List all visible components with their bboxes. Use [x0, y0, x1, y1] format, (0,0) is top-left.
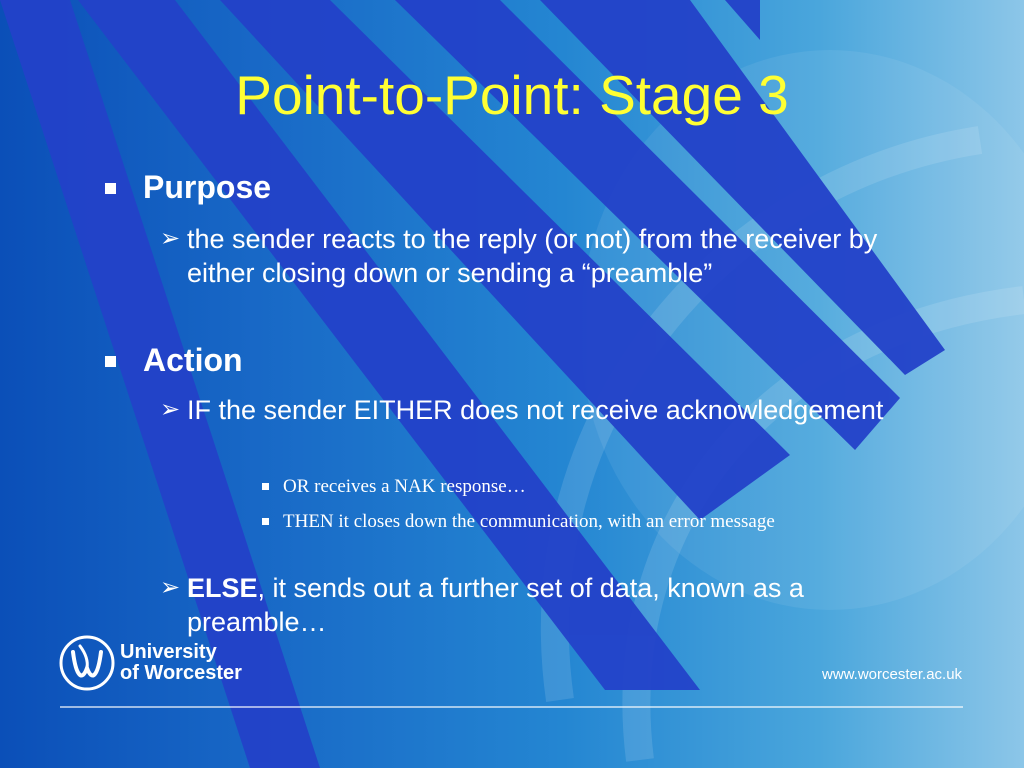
footer-url: www.worcester.ac.uk — [822, 666, 963, 683]
university-logo: University of Worcester — [58, 632, 288, 694]
arrow-bullet-icon: ➢ — [160, 225, 181, 252]
sub-sub-bullet-text: OR receives a NAK response… — [283, 476, 526, 497]
diagonal-stripes — [0, 0, 945, 768]
arrow-bullet-icon: ➢ — [160, 396, 181, 423]
small-square-bullet-icon — [262, 518, 269, 525]
logo-emblem-icon — [59, 635, 115, 691]
small-square-bullet-icon — [262, 483, 269, 490]
footer-divider — [60, 706, 963, 708]
square-bullet-icon — [105, 356, 116, 367]
bullet-heading: Action — [143, 342, 243, 378]
slide-title: Point-to-Point: Stage 3 — [235, 64, 789, 126]
else-rest: , it sends out a further set of data, kn… — [187, 573, 804, 637]
sub-bullet-text: ELSE, it sends out a further set of data… — [187, 571, 907, 639]
logo-text-line2: of Worcester — [120, 662, 242, 684]
square-bullet-icon — [105, 183, 116, 194]
logo-text-line1: University — [120, 641, 217, 663]
bullet-heading: Purpose — [143, 169, 272, 205]
sub-bullet-text: IF the sender EITHER does not receive ac… — [187, 395, 884, 425]
sub-sub-bullet-text: THEN it closes down the communication, w… — [283, 511, 775, 532]
arrow-bullet-icon: ➢ — [160, 574, 181, 601]
else-keyword: ELSE — [187, 573, 258, 603]
sub-bullet-text: the sender reacts to the reply (or not) … — [187, 224, 878, 288]
